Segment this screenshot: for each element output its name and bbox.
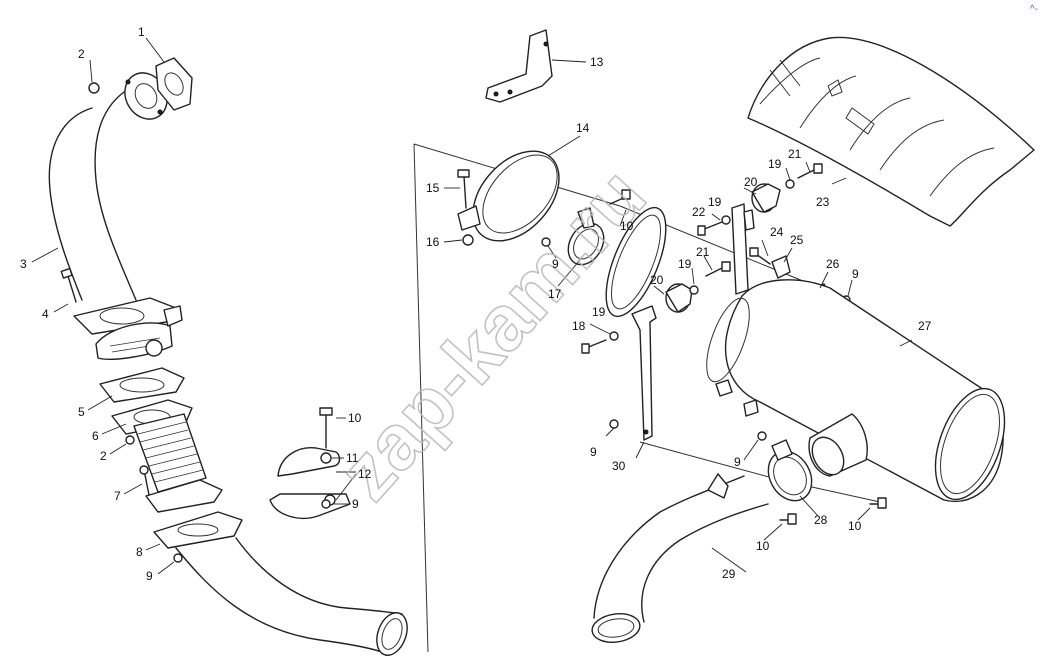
part-16-nut [462,234,474,246]
callout-23: 23 [816,195,830,209]
callout-19-b: 19 [708,195,722,209]
callout-9-lower-left: 9 [590,445,597,459]
callout-10-lower: 10 [756,539,770,553]
callout-9-lower: 9 [734,455,741,469]
part-10-bolt-left [319,407,333,449]
callout-12: 12 [358,467,372,481]
callout-7: 7 [114,489,121,503]
part-19-washer-a [609,331,619,341]
part-15-bolt [457,169,470,209]
part-21-bolts [705,163,823,277]
corner-mark: ^- [1030,4,1038,15]
callout-16: 16 [426,235,440,249]
callout-13: 13 [590,55,604,69]
callout-21-upper: 21 [788,147,802,161]
part-18-bolt [581,339,607,354]
callout-9-mid: 9 [352,497,359,511]
callout-25: 25 [790,233,804,247]
callout-1: 1 [138,25,145,39]
part-4-bolt [60,267,77,303]
part-10-bolts-lower [779,497,887,525]
part-13-bracket [485,29,553,103]
callout-20-lower: 20 [650,273,664,287]
callout-20-upper: 20 [744,175,758,189]
callout-17: 17 [548,287,562,301]
callout-29: 29 [722,567,736,581]
callout-9-left: 9 [146,569,153,583]
callout-18: 18 [572,319,586,333]
callout-15: 15 [426,181,440,195]
callout-27: 27 [918,319,932,333]
callout-22: 22 [692,205,706,219]
part-9-nut-clamp-lower [757,431,767,441]
callout-19-c: 19 [678,257,692,271]
callout-14: 14 [576,121,590,135]
part-9-nut-clamp [541,237,551,247]
part-25-bracket [771,255,791,279]
lower-exhaust-pipe [175,537,408,656]
part-9-nut-left [173,553,183,563]
part-28-clamp [767,439,813,502]
callout-10-upper: 10 [620,219,634,233]
callout-26: 26 [826,257,840,271]
clamp-band-assembly [95,305,183,360]
callout-5: 5 [78,405,85,419]
part-17-clamp [567,207,605,266]
callout-24: 24 [770,225,784,239]
part-30-bracket [631,305,657,441]
part-3-upper-exhaust-pipe [48,72,168,301]
part-27-muffler [706,279,1006,502]
part-14-band-clamp [457,150,560,242]
part-24-bolt [749,247,771,265]
outlet-pipe-upper [605,206,667,318]
callout-19-d: 19 [768,157,782,171]
part-9-nut-lower-left [609,419,619,429]
part-8-flange [153,511,243,549]
callout-19-a: 19 [592,305,606,319]
part-20-rubber-mount-upper [751,183,781,213]
callout-21-lower: 21 [696,245,710,259]
leader-lines [31,37,913,575]
callout-9-clamp: 9 [552,257,559,271]
callout-11: 11 [346,451,359,465]
part-29-tail-pipe [591,473,769,643]
callout-8: 8 [136,545,143,559]
callout-10-right: 10 [848,519,862,533]
callout-28: 28 [814,513,828,527]
part-20-rubber-mount-lower [665,283,693,313]
part-23-heat-shield [747,36,1035,227]
callout-30: 30 [612,459,626,473]
callout-6: 6 [92,429,99,443]
flexible-bellows [133,413,207,493]
part-10-bolt-upper [609,189,631,205]
callout-2: 2 [78,47,85,61]
callout-10-left: 10 [348,411,362,425]
part-2-nut-lower [125,435,135,445]
callout-2-lower: 2 [100,449,107,463]
muffler-inlet-stub [808,413,868,477]
callout-numbers: 1 2 3 4 5 6 2 7 8 9 10 11 12 9 13 14 15 … [20,25,932,583]
part-11-12-clamp [269,447,351,519]
callout-4: 4 [42,307,49,321]
part-2-nut [88,82,100,94]
part-5-gasket [99,367,185,403]
lower-bellows-flange [145,479,223,513]
callout-9-right: 9 [852,267,859,281]
part-9-nut-mid [321,499,331,509]
part-1-gasket [155,57,193,111]
part-22-bolt [697,221,723,236]
callout-3: 3 [20,257,27,271]
